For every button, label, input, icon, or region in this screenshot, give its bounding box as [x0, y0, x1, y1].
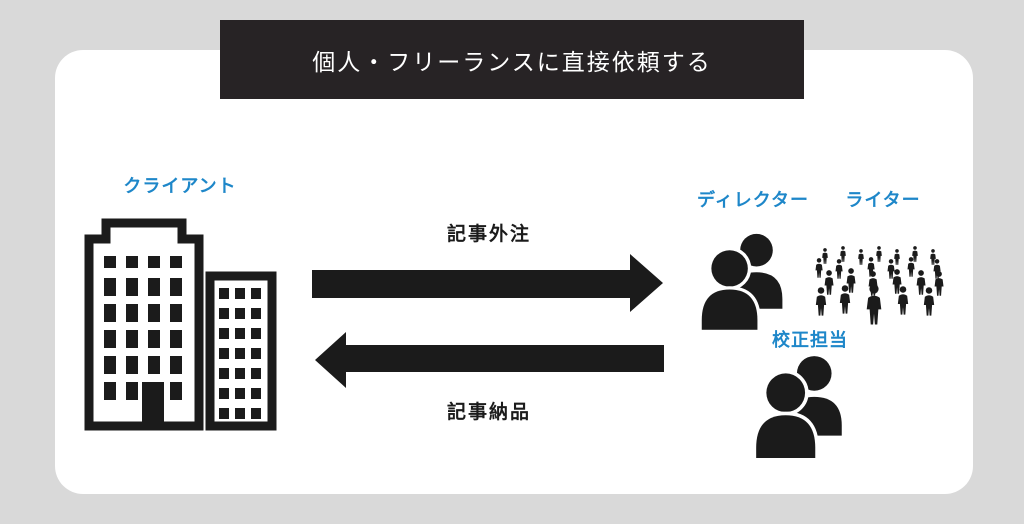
- crowd-icon: [815, 246, 944, 325]
- client-label: クライアント: [123, 176, 237, 196]
- two-people-icon: [750, 350, 852, 458]
- delivery-arrow-label: 記事納品: [446, 402, 531, 423]
- two-people-icon: [696, 228, 792, 330]
- diagram-title: 個人・フリーランスに直接依頼する: [312, 48, 712, 75]
- proofreader-label: 校正担当: [772, 330, 848, 350]
- writer-label: ライター: [845, 190, 921, 210]
- building-icon: [84, 218, 277, 431]
- director-label: ディレクター: [696, 190, 810, 210]
- building-door: [142, 382, 164, 427]
- title-banner: 個人・フリーランスに直接依頼する: [220, 20, 804, 99]
- outsource-arrow-label: 記事外注: [446, 224, 531, 245]
- right-arrow-icon: [312, 254, 663, 312]
- left-arrow-icon: [315, 332, 664, 388]
